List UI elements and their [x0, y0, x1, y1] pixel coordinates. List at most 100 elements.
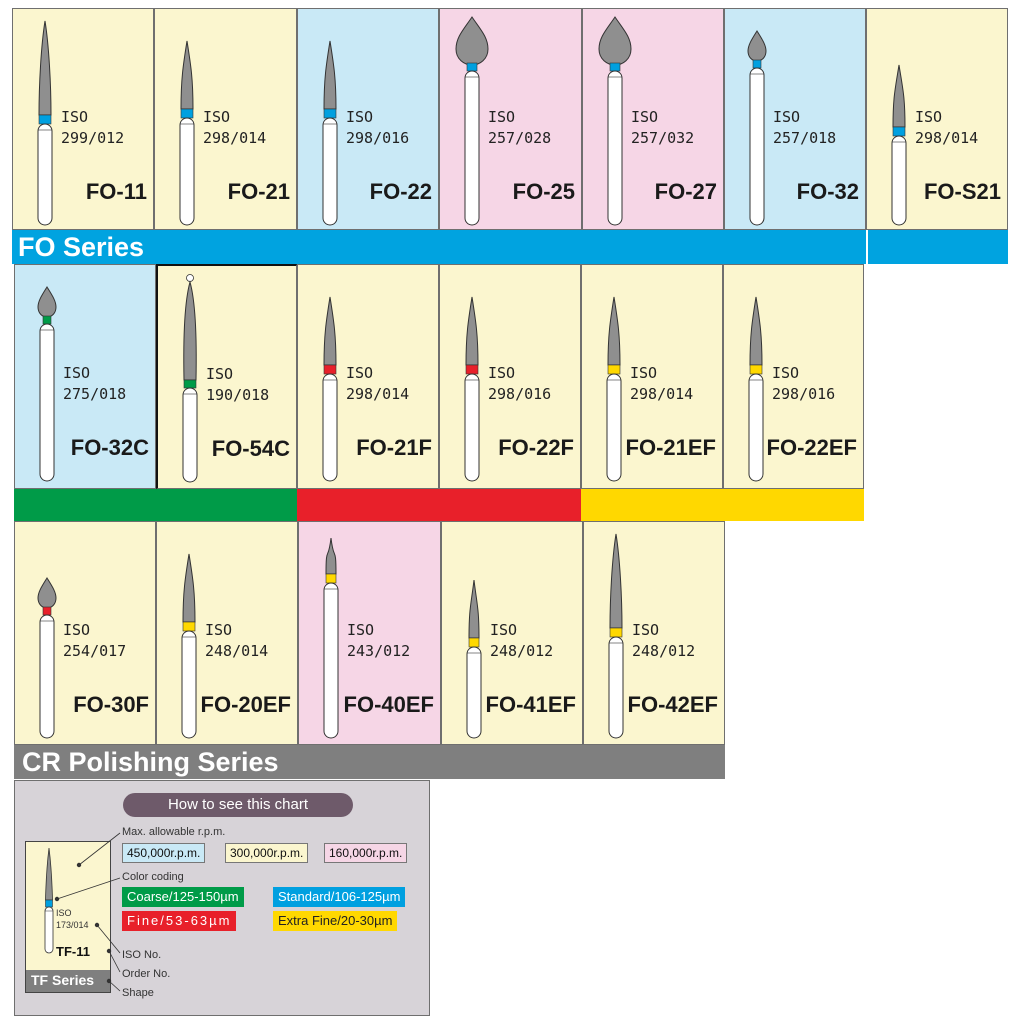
- cr-polishing-band: CR Polishing Series: [14, 745, 725, 779]
- coarse-band: [14, 489, 297, 521]
- bur-icon: [452, 13, 492, 229]
- iso-label: ISO: [488, 364, 516, 382]
- iso-number: ISO 298/014: [630, 363, 693, 405]
- iso-number: ISO 257/018: [773, 107, 836, 149]
- bur-icon: [595, 13, 635, 229]
- iso-label: ISO: [63, 364, 91, 382]
- iso-label: ISO: [346, 108, 374, 126]
- iso-value: 248/012: [632, 642, 696, 660]
- bur-icon: [596, 526, 636, 744]
- shape-label: Shape: [122, 987, 154, 999]
- iso-label: ISO: [346, 364, 374, 382]
- iso-value: 298/014: [915, 129, 979, 147]
- bur-icon: [27, 269, 67, 488]
- order-code: FO-S21: [923, 179, 1001, 204]
- iso-label: ISO: [915, 108, 943, 126]
- iso-number: ISO 257/028: [488, 107, 551, 149]
- iso-value: 298/014: [203, 129, 267, 147]
- bur-icon: [27, 526, 67, 744]
- bur-icon: [311, 526, 351, 744]
- bur-icon: [454, 526, 494, 744]
- sample-series-label: TF Series: [31, 972, 95, 988]
- iso-number: ISO 254/017: [63, 620, 126, 662]
- legend-title: How to see this chart: [123, 793, 353, 817]
- bur-icon: [879, 13, 919, 229]
- bur-icon: [310, 13, 350, 229]
- fo-series-band: FO Series: [12, 230, 866, 264]
- order-code: FO-42EF: [627, 692, 718, 717]
- order-code: FO-27: [654, 179, 717, 204]
- iso-label: ISO: [63, 621, 91, 639]
- iso-value: 299/012: [61, 129, 125, 147]
- iso-label: ISO: [632, 621, 660, 639]
- rpm-160000: 160,000r.p.m.: [324, 843, 408, 863]
- fo-series-title: FO Series: [18, 232, 145, 262]
- iso-value: 257/028: [488, 129, 552, 147]
- iso-label: ISO: [488, 108, 516, 126]
- extra-fine-swatch: Extra Fine/20-30µm: [273, 911, 398, 931]
- sample-iso-no: 173/014: [56, 920, 89, 930]
- iso-number: ISO 248/012: [632, 620, 695, 662]
- cr-polishing-title: CR Polishing Series: [22, 747, 279, 777]
- iso-label: ISO: [630, 364, 658, 382]
- fo-series-band-tail: [866, 230, 1008, 264]
- sample-bur-icon: [44, 847, 54, 954]
- order-code: FO-22EF: [766, 435, 857, 460]
- bur-icon: [169, 526, 209, 744]
- order-code: FO-25: [512, 179, 575, 204]
- iso-value: 257/018: [773, 129, 837, 147]
- iso-value: 254/017: [63, 642, 127, 660]
- order-code: FO-21F: [356, 435, 432, 460]
- iso-value: 248/012: [490, 642, 554, 660]
- iso-label: ISO: [772, 364, 800, 382]
- iso-label: ISO: [490, 621, 518, 639]
- bur-icon: [310, 269, 350, 488]
- iso-value: 275/018: [63, 385, 127, 403]
- bur-icon: [167, 13, 207, 229]
- iso-label: ISO: [205, 621, 233, 639]
- iso-number: ISO 190/018: [206, 364, 269, 406]
- order-code: FO-11: [85, 179, 147, 204]
- iso-value: 190/018: [206, 386, 270, 404]
- sample-series-band: TF Series: [26, 970, 110, 992]
- order-no-label: Order No.: [122, 968, 171, 980]
- iso-label: ISO: [203, 108, 231, 126]
- iso-value: 257/032: [631, 129, 695, 147]
- sample-iso: ISO: [56, 908, 72, 918]
- extra-fine-band: [581, 489, 864, 521]
- iso-value: 298/014: [346, 385, 410, 403]
- iso-value: 298/016: [488, 385, 552, 403]
- order-code: FO-54C: [211, 436, 290, 461]
- iso-value: 298/014: [630, 385, 694, 403]
- iso-label: ISO: [206, 365, 234, 383]
- bur-icon: [170, 270, 210, 488]
- iso-number: ISO 248/012: [490, 620, 553, 662]
- order-code: FO-22F: [498, 435, 574, 460]
- max-rpm-label: Max. allowable r.p.m.: [122, 826, 226, 838]
- iso-number: ISO 298/016: [488, 363, 551, 405]
- order-code: FO-20EF: [200, 692, 291, 717]
- rpm-450000: 450,000r.p.m.: [122, 843, 206, 863]
- iso-label: ISO: [773, 108, 801, 126]
- bur-icon: [737, 13, 777, 229]
